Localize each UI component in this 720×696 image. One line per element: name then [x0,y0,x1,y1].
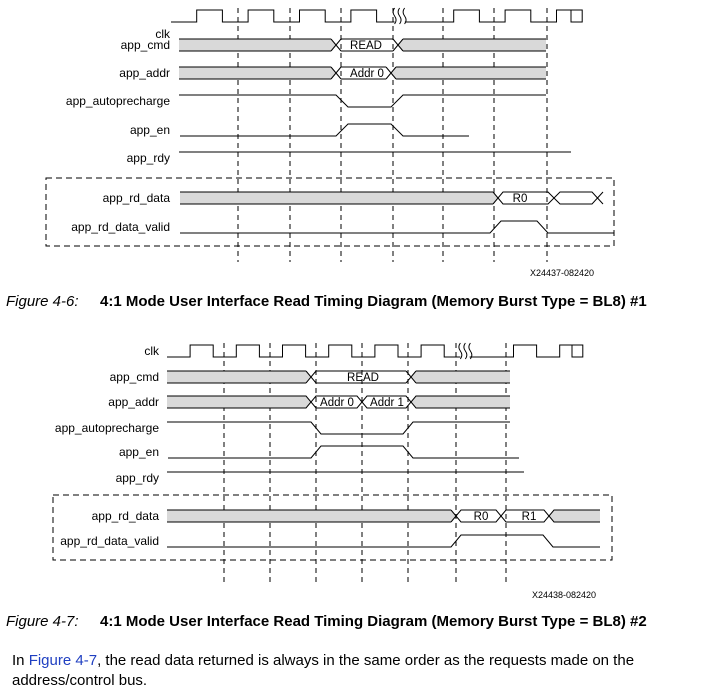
signal-label-clk: clk [144,344,160,358]
signal-label-app-addr: app_addr [108,395,159,409]
clock-break-mark [458,342,463,360]
app-rd-data-edge [450,509,600,523]
app-addr-bus-value: Addr 0 [350,68,384,80]
signal-label-app-autoprecharge: app_autoprecharge [66,94,170,108]
clk-waveform [171,9,395,23]
app-addr-bus-invalid-region [411,396,510,408]
signal-label-app-rd-data-valid: app_rd_data_valid [60,534,159,548]
app-addr-bus-value: Addr 1 [370,397,404,409]
app-cmd-bus-invalid-region [179,39,336,51]
signal-label-app-rd-data-valid: app_rd_data_valid [71,220,170,234]
app-cmd-bus-invalid-region [398,39,546,51]
clk-waveform [167,344,461,358]
app-addr-bus-invalid-region [391,67,546,79]
figure-title-1: 4:1 Mode User Interface Read Timing Diag… [100,293,647,310]
signal-label-app-en: app_en [130,123,170,137]
app-rd-data-edge [167,509,451,523]
signal-label-app-rdy: app_rdy [116,471,159,485]
figure-caption-1: Figure 4-6: 4:1 Mode User Interface Read … [6,293,647,310]
timing-diagram-2: clk app_cmd app_addr app_autoprecharge app_e… [52,342,613,600]
app-addr-bus-transition [385,66,397,80]
signal-label-clk: clk [155,27,171,41]
clock-break-mark [463,342,468,360]
signal-label-app-autoprecharge: app_autoprecharge [55,421,159,435]
app-rd-data-valid-waveform [180,220,614,234]
app-autoprecharge-waveform [179,94,546,108]
clk-waveform [469,344,584,358]
signal-label-app-en: app_en [119,445,159,459]
app-cmd-bus-transition [405,370,417,384]
signal-label-app-addr: app_addr [119,66,170,80]
figure-number-1: Figure 4-6: [6,293,79,310]
app-rd-data-invalid-region [180,192,498,204]
app-rd-data-edge [450,509,600,523]
app-rd-data-value: R0 [513,193,528,205]
figure-caption-2: Figure 4-7: 4:1 Mode User Interface Read … [6,613,647,630]
figure-number-2: Figure 4-7: [6,613,79,630]
app-addr-bus-valid-window [341,66,386,80]
figure-code: X24437-082420 [530,268,594,278]
figure-code: X24438-082420 [532,590,596,600]
app-cmd-bus-invalid-region [167,371,311,383]
app-cmd-bus-value: READ [350,40,382,52]
app-autoprecharge-waveform [167,421,510,435]
app-cmd-bus-transition [330,38,342,52]
app-addr-bus-edge [167,395,510,409]
paragraph-text-before: In [12,652,29,669]
app-addr-bus-invalid-region [167,396,311,408]
figure-title-2: 4:1 Mode User Interface Read Timing Diag… [100,613,647,630]
clk-waveform [404,9,583,23]
clock-break-mark [397,7,402,25]
app-rd-data-valid-waveform [167,534,600,548]
signal-label-app-rdy: app_rdy [127,151,170,165]
signal-label-app-rd-data: app_rd_data [92,509,160,523]
app-addr-bus-invalid-region [179,67,336,79]
signal-label-app-cmd: app_cmd [121,38,170,52]
figure-4-7-link[interactable]: Figure 4-7 [28,652,98,669]
app-addr-bus-transition [330,66,342,80]
app-rd-data-value: R1 [522,511,537,523]
app-cmd-bus-transition [305,370,317,384]
app-rd-data-edge [180,191,493,205]
app-cmd-bus-valid-window [341,38,393,52]
clock-break-mark [392,7,397,25]
body-paragraph: In Figure 4-7, the read data returned is… [12,651,718,691]
app-en-waveform [168,445,519,459]
read-data-group-box [52,494,613,561]
app-en-waveform [180,123,469,137]
read-data-group-box [45,177,615,247]
app-cmd-bus-invalid-region [411,371,510,383]
signal-label-app-rd-data: app_rd_data [103,191,171,205]
app-addr-bus-value: Addr 0 [320,397,354,409]
app-rd-data-value: R0 [474,511,489,523]
paragraph-text-after: , the read data returned is always in th… [12,652,635,689]
app-cmd-bus-valid-window [316,370,406,384]
signal-label-app-cmd: app_cmd [110,370,159,384]
app-rd-data-edge [492,191,604,205]
app-cmd-bus-transition [392,38,404,52]
app-rd-data-invalid-region [549,510,600,522]
app-rd-data-edge [492,191,604,205]
app-cmd-bus-value: READ [347,372,379,384]
app-rd-data-invalid-region [167,510,456,522]
